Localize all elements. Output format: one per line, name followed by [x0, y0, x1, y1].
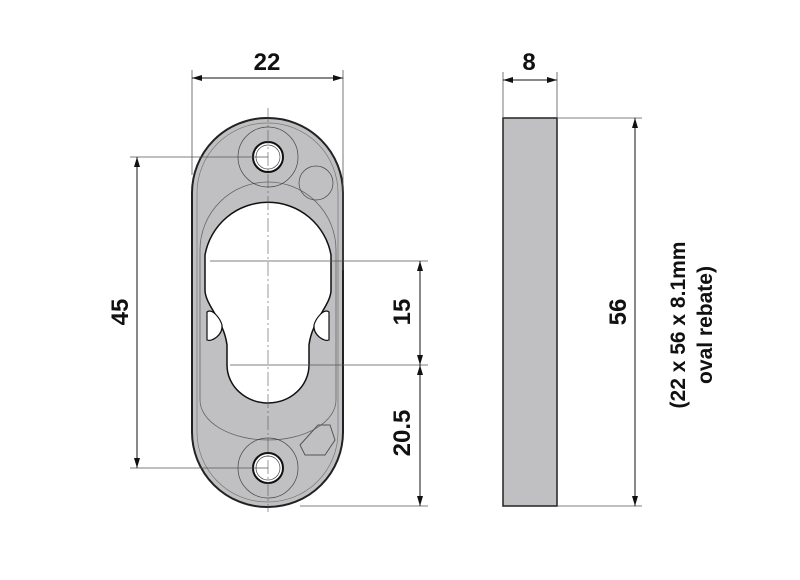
- dim-thickness: 8: [522, 49, 535, 76]
- left-slot: [206, 310, 223, 341]
- right-slot: [313, 310, 330, 341]
- dimension-lines: [134, 75, 638, 506]
- rebate-note-line1: (22 x 56 x 8.1mm: [667, 242, 690, 409]
- dim-cylinder-spacing: 15: [389, 299, 416, 326]
- rebate-note-line2: oval rebate): [694, 266, 717, 384]
- dim-hole-spacing: 45: [107, 299, 134, 326]
- dim-height: 56: [605, 299, 632, 326]
- recycle-icon: [299, 424, 336, 456]
- dim-lower-offset: 20.5: [389, 410, 416, 457]
- escutcheon-side-view: [502, 117, 558, 507]
- dim-width: 22: [254, 49, 281, 76]
- escutcheon-front-view: [191, 108, 344, 512]
- pin-circle: [298, 165, 334, 201]
